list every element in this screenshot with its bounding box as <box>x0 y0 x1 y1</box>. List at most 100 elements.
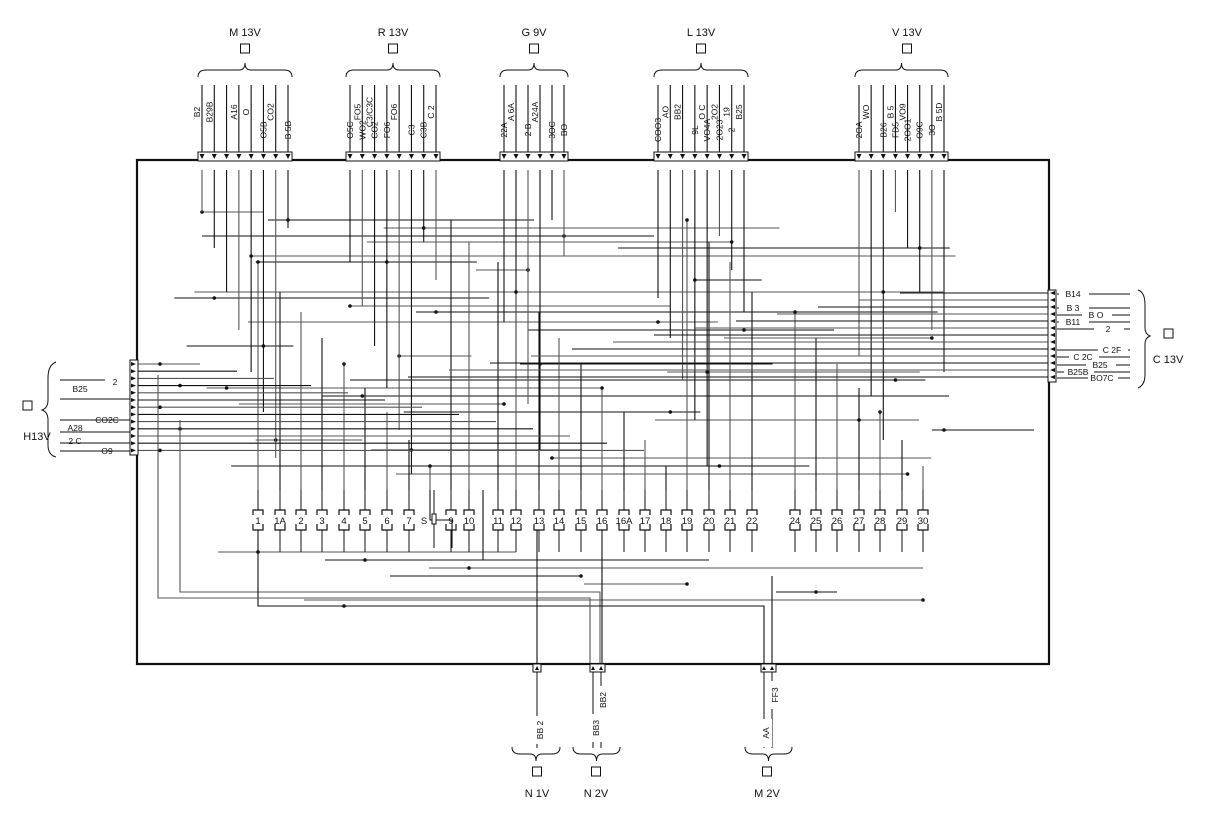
terminal-slot[interactable]: 30 <box>917 490 929 552</box>
pin-label: FF3 <box>770 687 780 702</box>
terminal-slot[interactable]: 15 <box>575 490 587 552</box>
pin-icon <box>880 154 886 159</box>
terminal-slot[interactable]: 29 <box>896 490 908 552</box>
terminal-slot[interactable]: 3 <box>316 490 328 552</box>
slot-label: 18 <box>661 516 672 527</box>
pin-label: FD5 <box>890 122 900 138</box>
label-bg <box>590 714 602 742</box>
terminal-slot[interactable]: 26 <box>831 490 843 552</box>
pin-label: B25 <box>1092 360 1107 370</box>
junction-dot <box>342 362 346 366</box>
terminal-slot[interactable]: 22 <box>746 490 758 552</box>
terminal-slot[interactable]: 13 <box>533 490 545 552</box>
pin-label: CO2 <box>266 103 276 121</box>
terminal-slot[interactable]: 2 <box>295 490 307 552</box>
junction-dot <box>360 394 365 398</box>
terminal-slot[interactable]: 19 <box>681 490 693 552</box>
connector-brace <box>653 62 749 78</box>
terminal-slot[interactable]: 4 <box>338 490 350 552</box>
junction-dot <box>502 402 506 406</box>
slot-label: 15 <box>576 516 587 527</box>
terminal-slot[interactable]: S <box>421 490 437 548</box>
pin-icon <box>347 154 353 159</box>
terminal-slot[interactable]: 14 <box>553 490 565 552</box>
terminal-slot[interactable]: 25 <box>810 490 822 552</box>
connector-brace <box>345 62 441 78</box>
pin-label: 19 <box>722 107 732 117</box>
terminal-slot[interactable]: 1 <box>252 490 264 552</box>
junction-dot <box>942 428 946 432</box>
slot-label: 25 <box>811 516 822 527</box>
terminal-slot[interactable]: 1A <box>274 490 286 552</box>
terminal-slot[interactable]: 17 <box>639 490 651 552</box>
pin-label: B 5 <box>885 105 895 118</box>
junction-dot <box>600 386 604 390</box>
terminal-slot[interactable]: 5 <box>359 490 371 552</box>
slot-label: 5 <box>362 516 367 527</box>
terminal-slot[interactable]: 7 <box>403 490 415 552</box>
junction-dot <box>256 260 260 264</box>
pin-label: FO5 <box>352 103 362 120</box>
pin-icon <box>692 154 698 159</box>
pin-icon <box>131 412 136 417</box>
terminal-slot[interactable]: 11 <box>492 490 504 552</box>
slot-label: 20 <box>704 516 715 527</box>
terminal-slot[interactable]: 10 <box>463 490 475 552</box>
pin-icon <box>941 154 947 159</box>
terminal-slot[interactable]: 9 <box>445 490 457 552</box>
connector-name: G 9V <box>521 27 547 39</box>
pin-label: B 5B <box>283 120 293 139</box>
pin-label: 2O23 <box>714 119 724 140</box>
connector-bottom-n-1v[interactable]: BB 2N 1V <box>511 663 561 800</box>
terminal-slot[interactable]: 28 <box>874 490 886 552</box>
terminal-slot[interactable]: 12 <box>510 490 522 552</box>
pin-label: FO6 <box>382 121 392 138</box>
pin-icon <box>667 154 673 159</box>
pin-label: 2OO1 <box>903 118 913 141</box>
pin-icon <box>131 376 136 381</box>
terminal-slot[interactable]: 16 <box>596 490 608 552</box>
slot-label: 16A <box>616 516 634 527</box>
pin-icon <box>1050 291 1055 295</box>
label-bg <box>597 686 609 714</box>
connector-symbol-icon <box>762 766 772 777</box>
pin-label: C3/C3C <box>365 97 375 127</box>
pin-label: FO6 <box>389 103 399 120</box>
pin-icon <box>131 419 136 424</box>
pin-icon <box>868 154 874 159</box>
slot-label: S <box>421 516 427 527</box>
terminal-slot[interactable]: 20 <box>703 490 715 552</box>
slot-label: 27 <box>854 516 865 527</box>
terminal-slot[interactable]: 21 <box>724 490 736 552</box>
pin-icon <box>131 383 136 388</box>
pin-label: 2 <box>1106 324 1111 334</box>
slot-label: 24 <box>790 516 801 527</box>
wire-network <box>138 170 1048 664</box>
terminal-slot[interactable]: 16A <box>616 490 634 552</box>
pin-icon <box>1050 319 1055 323</box>
pin-icon <box>384 154 390 159</box>
terminal-slot[interactable]: 6 <box>381 490 393 552</box>
pin-icon <box>131 398 136 402</box>
terminal-slot[interactable]: 18 <box>660 490 672 552</box>
terminal-slot[interactable]: 24 <box>789 490 801 552</box>
label-bg <box>760 719 772 747</box>
pin-icon <box>236 154 242 159</box>
pin-label: WO <box>861 104 871 119</box>
connector-plug <box>1047 289 1057 383</box>
junction-dot <box>878 410 882 414</box>
pin-label: 2OA <box>854 121 864 138</box>
terminal-slot[interactable]: 27 <box>853 490 865 552</box>
